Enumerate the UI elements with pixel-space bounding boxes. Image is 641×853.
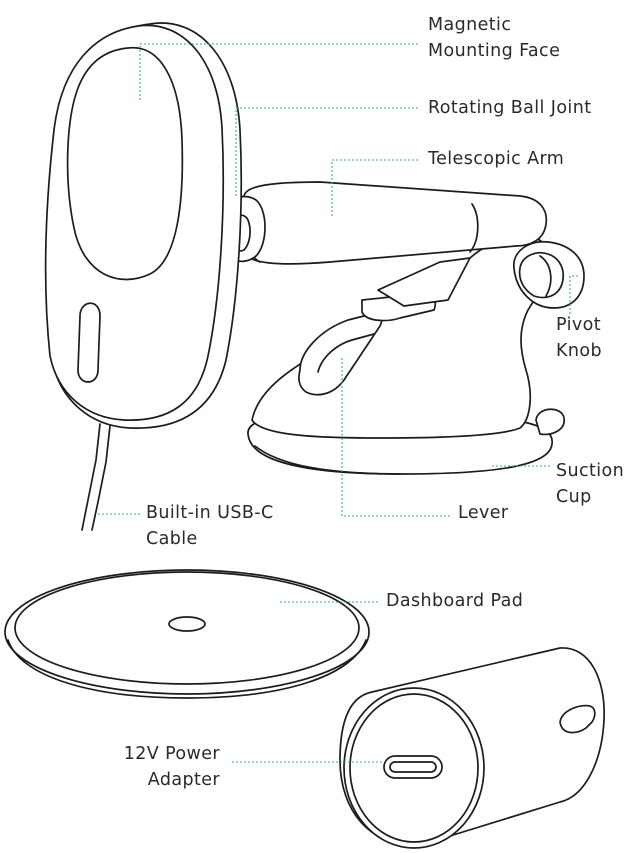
power-adapter-drawing <box>339 647 605 849</box>
label-suction-cup-line1: Suction <box>556 461 625 481</box>
base-body-drawing <box>251 234 551 439</box>
leader-lever <box>341 358 450 517</box>
label-12v-power-adapter-line2: Adapter <box>147 770 220 790</box>
label-lever: Lever <box>458 500 509 526</box>
label-dashboard-pad: Dashboard Pad <box>386 588 523 614</box>
leader-lines <box>96 43 578 763</box>
mount-head-drawing <box>44 22 243 531</box>
label-built-in-usb-c-cable-line1: Built-in USB-C <box>146 503 274 523</box>
label-12v-power-adapter: 12V Power Adapter <box>96 741 220 793</box>
label-built-in-usb-c-cable-line2: Cable <box>146 529 198 549</box>
label-pivot-knob-line1: Pivot <box>556 315 601 335</box>
label-lever-line1: Lever <box>458 503 509 523</box>
label-built-in-usb-c-cable: Built-in USB-C Cable <box>146 500 274 552</box>
label-rotating-ball-joint-line1: Rotating Ball Joint <box>428 98 592 118</box>
leader-magnetic-face <box>139 43 418 100</box>
leader-pivot-knob <box>569 275 578 316</box>
pivot-knob-drawing <box>513 241 585 309</box>
label-telescopic-arm: Telescopic Arm <box>428 146 564 172</box>
label-suction-cup: Suction Cup <box>556 458 624 510</box>
label-telescopic-arm-line1: Telescopic Arm <box>428 149 565 169</box>
label-rotating-ball-joint: Rotating Ball Joint <box>428 95 591 121</box>
label-magnetic-mounting-face-line2: Mounting Face <box>428 41 561 61</box>
label-pivot-knob: Pivot Knob <box>556 312 602 364</box>
leader-telescopic-arm <box>331 159 418 216</box>
label-dashboard-pad-line1: Dashboard Pad <box>386 591 524 611</box>
dashboard-pad-drawing <box>4 569 370 699</box>
label-suction-cup-line2: Cup <box>556 487 592 507</box>
leader-ball-joint <box>235 107 418 196</box>
label-pivot-knob-line2: Knob <box>556 341 602 361</box>
label-magnetic-mounting-face-line1: Magnetic <box>428 15 512 35</box>
label-magnetic-mounting-face: Magnetic Mounting Face <box>428 12 560 64</box>
label-12v-power-adapter-line1: 12V Power <box>123 744 220 764</box>
telescopic-arm-drawing <box>243 181 548 265</box>
